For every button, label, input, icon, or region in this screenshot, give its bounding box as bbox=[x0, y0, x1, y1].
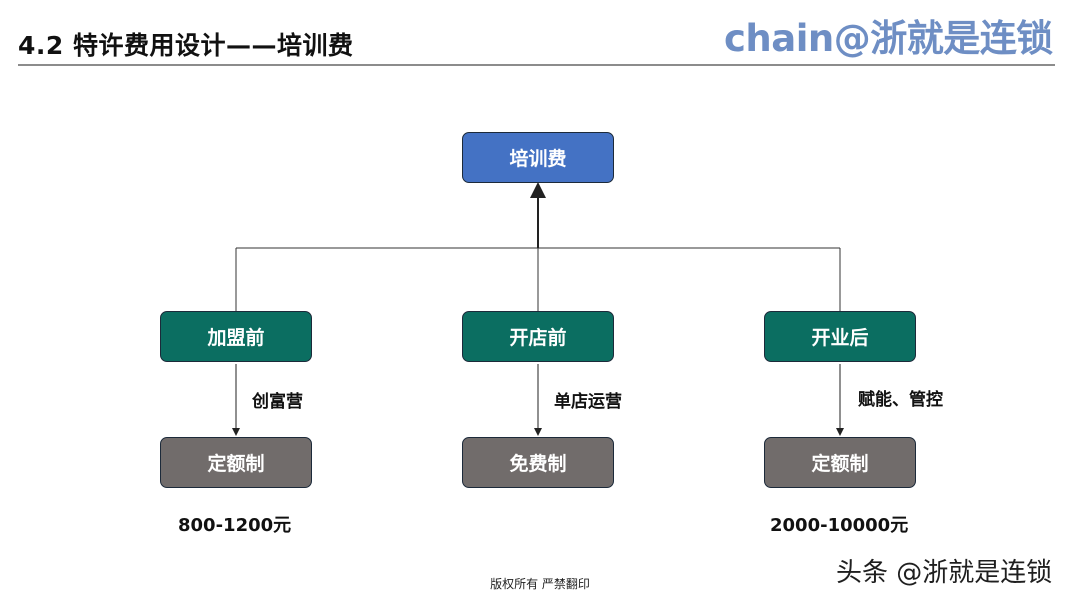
copyright-notice: 版权所有 严禁翻印 bbox=[490, 577, 590, 591]
edge-label-pre-opening: 单店运营 bbox=[554, 392, 622, 412]
watermark: 头条 @浙就是连锁 bbox=[836, 558, 1053, 588]
stage-node-pre-franchise: 加盟前 bbox=[160, 311, 312, 362]
root-node-training-fee: 培训费 bbox=[462, 132, 614, 183]
stage-node-post-opening: 开业后 bbox=[764, 311, 916, 362]
result-node-post-opening: 定额制 bbox=[764, 437, 916, 488]
price-post-opening: 2000-10000元 bbox=[770, 515, 909, 536]
edge-label-pre-franchise: 创富营 bbox=[252, 392, 303, 412]
stage-node-pre-opening: 开店前 bbox=[462, 311, 614, 362]
price-pre-franchise: 800-1200元 bbox=[178, 515, 292, 536]
header-divider bbox=[18, 64, 1055, 66]
result-node-pre-opening: 免费制 bbox=[462, 437, 614, 488]
brand-logo-text: chain@浙就是连锁 bbox=[724, 17, 1053, 60]
page-title: 4.2 特许费用设计——培训费 bbox=[18, 31, 354, 60]
edge-label-post-opening: 赋能、管控 bbox=[858, 390, 943, 410]
result-node-pre-franchise: 定额制 bbox=[160, 437, 312, 488]
